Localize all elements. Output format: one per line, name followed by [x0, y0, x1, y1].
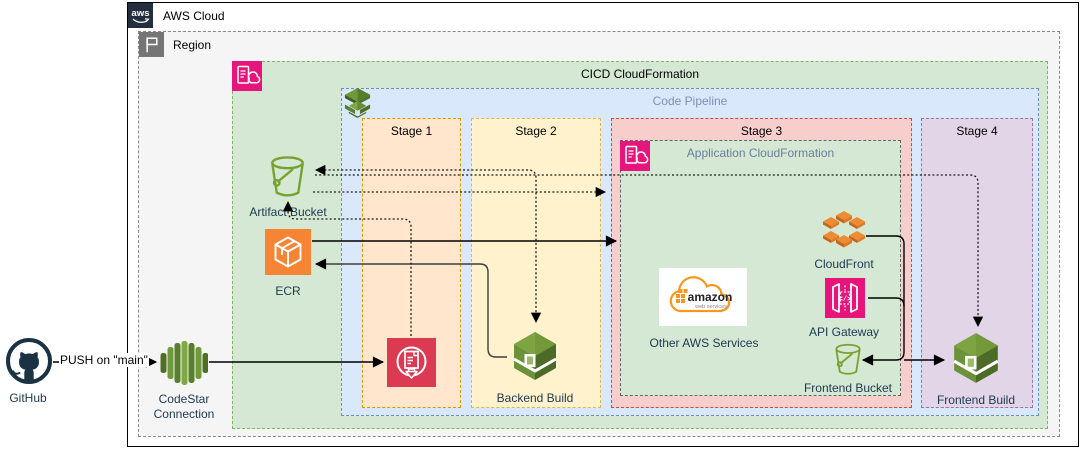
- svg-text:web services: web services: [694, 304, 727, 310]
- api-gateway-label: API Gateway: [808, 325, 880, 339]
- codepipeline-icon: [342, 87, 373, 118]
- codestar-connection-icon: [160, 341, 208, 385]
- frontend-build-label: Frontend Build: [936, 393, 1016, 407]
- stage-2-label: Stage 2: [515, 124, 557, 138]
- region-icon: [139, 32, 164, 57]
- application-cloudformation-label: Application CloudFormation: [686, 146, 835, 160]
- svg-text:</>: </>: [839, 296, 852, 304]
- cloudformation-icon: [620, 141, 650, 171]
- cloudfront-label: CloudFront: [814, 257, 874, 271]
- stage-1-label: Stage 1: [390, 124, 433, 138]
- codestar-connection-label: CodeStar Connection: [153, 392, 215, 421]
- aws-cloud-icon: aws: [128, 3, 153, 28]
- svg-text:aws: aws: [131, 8, 149, 19]
- artifact-bucket-icon: [264, 152, 311, 200]
- push-edge-label: PUSH on "main": [59, 353, 149, 367]
- artifact-bucket-label: Artifact Bucket: [249, 205, 327, 219]
- cloudformation-icon: [232, 61, 262, 91]
- cloudfront-icon: [823, 209, 865, 251]
- github-icon: [5, 337, 53, 385]
- region-label: Region: [173, 38, 212, 52]
- ecr-label: ECR: [275, 284, 301, 298]
- aws-cloud-label: AWS Cloud: [163, 9, 225, 23]
- stage-3-label: Stage 3: [740, 124, 783, 138]
- frontend-bucket-label: Frontend Bucket: [803, 381, 893, 395]
- other-aws-services-label: Other AWS Services: [649, 336, 759, 350]
- aws-logo-cloud: amazon web services: [659, 268, 747, 326]
- ecr-icon: [265, 229, 311, 275]
- stage-4-label: Stage 4: [956, 124, 998, 138]
- frontend-bucket-icon: [830, 341, 866, 377]
- api-gateway-icon: </>: [825, 278, 865, 318]
- code-pipeline-label: Code Pipeline: [652, 94, 728, 108]
- backend-build-codebuild-icon: [509, 329, 561, 383]
- backend-build-label: Backend Build: [496, 391, 574, 405]
- frontend-build-codebuild-icon: [949, 331, 1003, 385]
- github-label: GitHub: [9, 391, 47, 405]
- deploy-template-icon: [387, 338, 436, 387]
- svg-text:amazon: amazon: [688, 290, 733, 304]
- cicd-cloudformation-label: CICD CloudFormation: [580, 67, 700, 81]
